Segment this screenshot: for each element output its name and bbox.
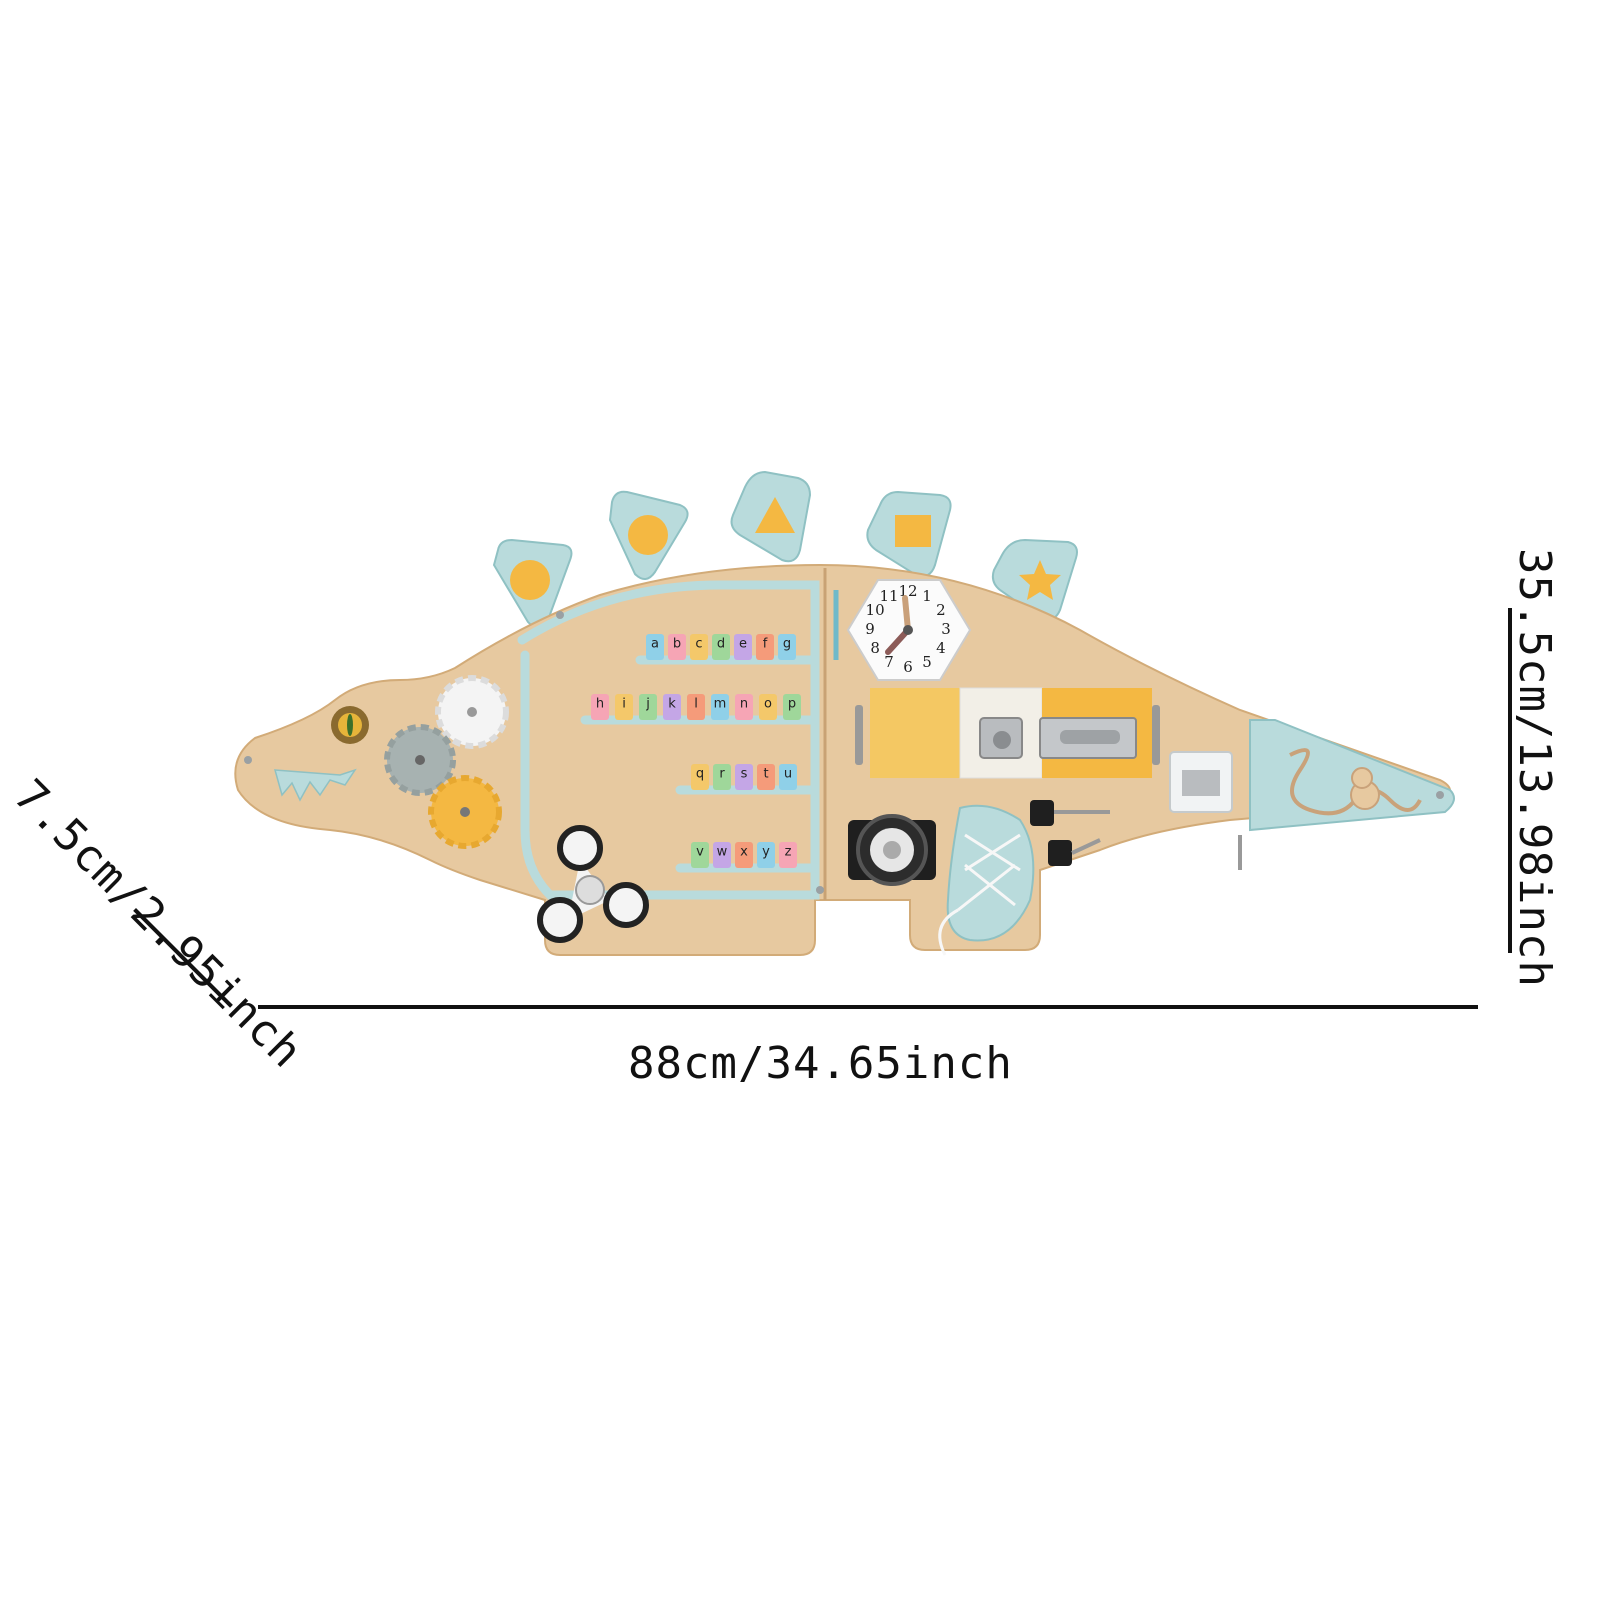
letter-tile xyxy=(756,634,774,660)
teeth-zipper xyxy=(273,768,357,802)
letter-tile xyxy=(759,694,777,720)
letter-tile-label: z xyxy=(785,845,792,860)
letter-tile-label: a xyxy=(651,637,659,652)
letter-tile-label: m xyxy=(714,697,727,712)
letter-tile-label: v xyxy=(696,845,704,860)
letter-tile-label: u xyxy=(784,767,792,782)
letter-tile-label: l xyxy=(694,697,698,712)
gear-yellow xyxy=(428,775,502,849)
clock-number: 8 xyxy=(870,639,880,657)
star-shape-piece xyxy=(1019,560,1061,600)
letter-tile-label: g xyxy=(783,637,791,652)
letter-tile-label: i xyxy=(622,697,626,712)
tail-bead-maze xyxy=(1249,719,1455,832)
letter-tile xyxy=(778,634,796,660)
clock-number: 5 xyxy=(922,653,932,671)
triangle-shape-piece xyxy=(755,497,795,533)
oval-shape-piece xyxy=(628,515,668,555)
letter-tile-label: n xyxy=(740,697,748,712)
letter-tile xyxy=(734,634,752,660)
gear-gray xyxy=(384,724,456,796)
letter-tile-label: h xyxy=(596,697,604,712)
letter-tile xyxy=(735,694,753,720)
letter-tile-label: f xyxy=(763,637,768,652)
letter-tile-label: e xyxy=(739,637,747,652)
letter-tile-label: j xyxy=(645,697,650,712)
letter-tile-label: b xyxy=(673,637,681,652)
letter-tile-label: p xyxy=(788,697,796,712)
letter-tile xyxy=(713,764,731,790)
letter-tile xyxy=(713,842,731,868)
letter-tile-label: r xyxy=(719,767,725,782)
letter-tile-label: x xyxy=(740,845,748,860)
clock-number: 3 xyxy=(941,620,951,638)
letter-tile xyxy=(646,634,664,660)
letter-tile xyxy=(591,694,609,720)
music-box xyxy=(1169,751,1242,870)
eye-mirror xyxy=(331,706,369,744)
letter-tile xyxy=(757,842,775,868)
letter-tile xyxy=(779,764,797,790)
width-dimension-line xyxy=(258,1005,1478,1009)
width-label: 88cm/34.65inch xyxy=(628,1038,1013,1089)
letter-tile xyxy=(687,694,705,720)
letter-tile xyxy=(757,764,775,790)
bell xyxy=(848,814,936,886)
shoe-lacing xyxy=(938,804,1035,956)
letter-tile xyxy=(663,694,681,720)
dorsal-spikes xyxy=(492,470,1078,629)
square-shape-piece xyxy=(895,515,931,547)
clock-number: 1 xyxy=(922,587,932,605)
letter-tile xyxy=(691,842,709,868)
keys xyxy=(1030,800,1110,866)
letter-tile-label: k xyxy=(668,697,676,712)
letter-tile xyxy=(639,694,657,720)
letter-tile xyxy=(779,842,797,868)
clock-number: 11 xyxy=(879,587,898,605)
letter-tile-label: s xyxy=(741,767,748,782)
gear-white xyxy=(435,675,509,749)
letter-tile xyxy=(615,694,633,720)
letter-tile-label: o xyxy=(764,697,772,712)
clock-number: 12 xyxy=(898,582,917,600)
letter-tile-label: y xyxy=(762,845,770,860)
letter-tile-label: d xyxy=(717,637,725,652)
letter-tile-label: q xyxy=(696,767,704,782)
clock-number: 7 xyxy=(884,653,894,671)
letter-tile xyxy=(690,634,708,660)
letter-tile xyxy=(712,634,730,660)
letter-tile xyxy=(783,694,801,720)
clock-number: 10 xyxy=(866,601,885,619)
clock-number: 4 xyxy=(936,639,946,657)
fidget-spinner xyxy=(537,825,649,943)
circle-shape-piece xyxy=(510,560,550,600)
clock-number: 2 xyxy=(936,601,946,619)
letter-tile-label: t xyxy=(763,767,768,782)
clock-number: 9 xyxy=(865,620,875,638)
letter-tile xyxy=(691,764,709,790)
screws xyxy=(244,611,1444,894)
height-dimension-line xyxy=(1508,608,1512,953)
door-latch-panel xyxy=(855,687,1160,779)
letter-tile xyxy=(711,694,729,720)
minute-hand xyxy=(902,595,911,633)
letter-tile xyxy=(735,764,753,790)
letter-tile xyxy=(668,634,686,660)
height-label: 35.5cm/13.98inch xyxy=(1509,548,1560,988)
letter-tile xyxy=(735,842,753,868)
letter-tile-label: w xyxy=(717,845,728,860)
clock-number: 6 xyxy=(903,658,913,676)
letter-tile-label: c xyxy=(695,637,702,652)
